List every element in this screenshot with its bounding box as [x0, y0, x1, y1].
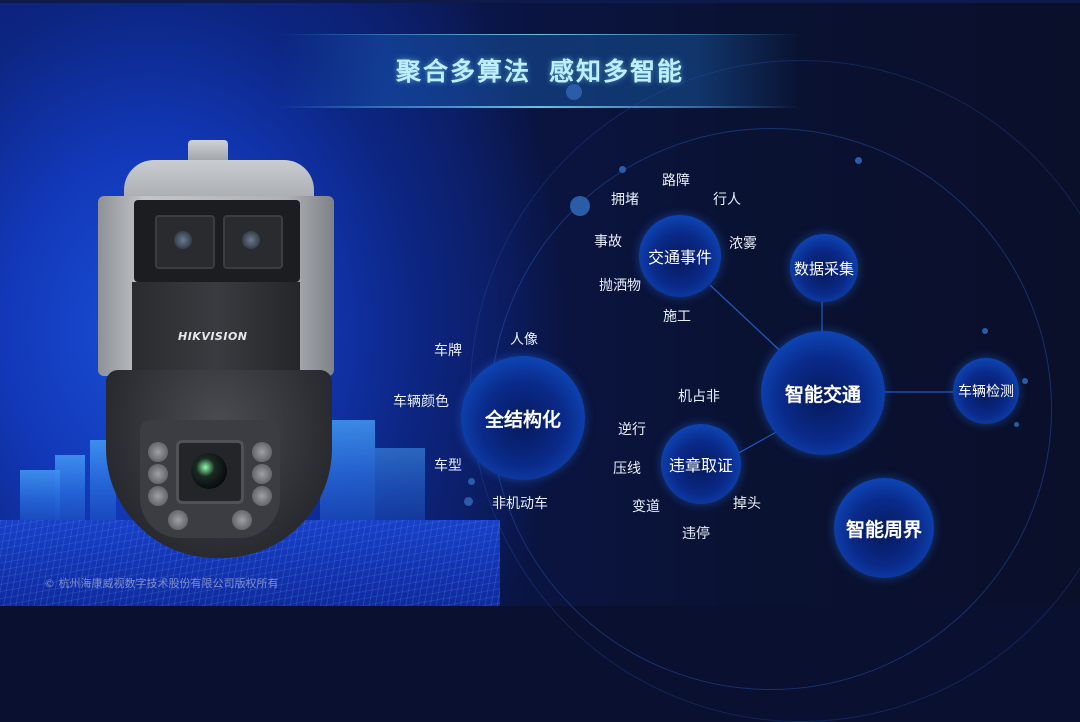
- bubble-label: 违章取证: [668, 456, 733, 475]
- copyright-text: © 杭州海康威视数字技术股份有限公司版权所有: [44, 577, 279, 590]
- top-border: [0, 0, 1080, 3]
- bubble-violation-evidence[interactable]: 违章取证: [661, 424, 741, 504]
- tag-roadblock: 路障: [662, 173, 690, 189]
- tag-portrait: 人像: [510, 332, 538, 348]
- camera-lens-right: [223, 215, 283, 269]
- title-part-1: 聚合多算法: [395, 57, 531, 86]
- camera-mid: [132, 282, 300, 374]
- bubble-smart-perimeter[interactable]: 智能周界: [834, 478, 934, 578]
- camera-lens-left: [155, 215, 215, 269]
- tag-fog: 浓雾: [729, 236, 757, 252]
- tag-license-plate: 车牌: [434, 343, 462, 359]
- connection-lines: [709, 284, 958, 456]
- tag-u-turn: 掉头: [733, 496, 761, 512]
- tag-construction: 施工: [663, 309, 691, 325]
- orbit-dot: [570, 196, 590, 216]
- orbit-dot: [566, 84, 582, 100]
- tag-vehicle-color: 车辆颜色: [393, 394, 449, 410]
- title-part-2: 感知多智能: [549, 57, 685, 86]
- orbit-dot: [464, 497, 473, 506]
- orbit-dot: [468, 478, 475, 485]
- bubble-label: 车辆检测: [958, 384, 1014, 400]
- tag-congestion: 拥堵: [611, 192, 639, 208]
- orbit-dot: [855, 157, 862, 164]
- brand-logo: HIKVISION: [178, 330, 248, 343]
- tag-pedestrian: 行人: [713, 192, 741, 208]
- bubble-label: 智能周界: [845, 518, 922, 541]
- orbit-dot: [982, 328, 988, 334]
- camera-zoom-lens: [176, 440, 244, 504]
- page-title: 聚合多算法感知多智能: [0, 52, 1080, 88]
- bubble-label: 数据采集: [793, 259, 854, 278]
- camera-top: [124, 160, 314, 200]
- bubble-label: 全结构化: [484, 408, 561, 431]
- tag-wrong-way: 逆行: [618, 422, 646, 438]
- tag-accident: 事故: [594, 234, 622, 250]
- tag-vehicle-type: 车型: [434, 458, 462, 474]
- tag-non-motor: 非机动车: [492, 496, 548, 512]
- bubble-full-structuring[interactable]: 全结构化: [461, 356, 585, 480]
- bubble-label: 智能交通: [784, 383, 861, 406]
- tag-spill: 抛洒物: [599, 278, 641, 294]
- tag-line-crossing: 压线: [613, 461, 641, 477]
- orbit-dot: [1022, 378, 1028, 384]
- orbit-dot: [1014, 422, 1019, 427]
- bubble-smart-traffic[interactable]: 智能交通: [761, 331, 885, 455]
- tag-lane-change: 变道: [632, 499, 660, 515]
- bubble-traffic-event[interactable]: 交通事件: [639, 215, 721, 297]
- tag-illegal-parking: 违停: [682, 526, 710, 542]
- bubble-data-collection[interactable]: 数据采集: [790, 234, 858, 302]
- tag-motor-on-nonmotor: 机占非: [678, 389, 720, 405]
- bubble-vehicle-detection[interactable]: 车辆检测: [953, 358, 1019, 424]
- camera-cap: [188, 140, 228, 162]
- bubble-label: 交通事件: [647, 248, 712, 267]
- orbit-dot: [619, 166, 626, 173]
